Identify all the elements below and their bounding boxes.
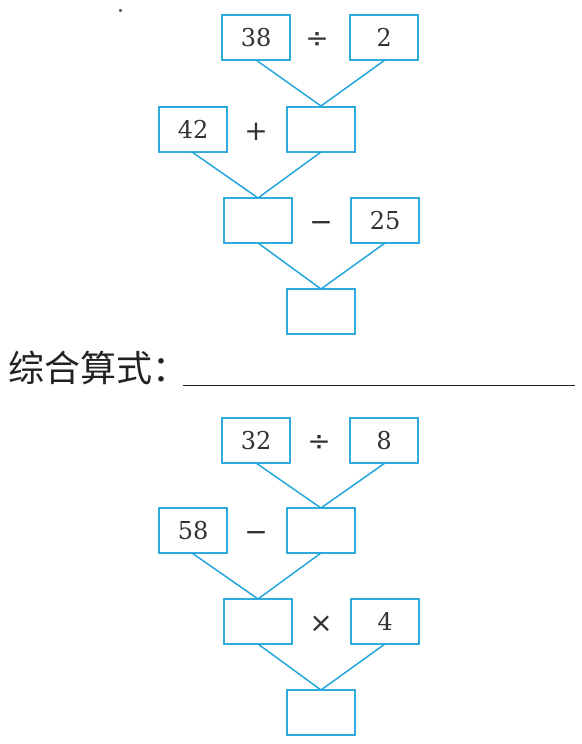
formula-row: 综合算式：	[8, 348, 582, 392]
mid-left-number: 58	[178, 517, 209, 545]
mid-answer-box[interactable]	[286, 106, 356, 153]
top-operator: ÷	[305, 21, 328, 54]
connector-line	[320, 643, 386, 691]
top-right-box	[349, 417, 419, 464]
calc-tree-1: 38 ÷ 2 42 + − 25	[158, 14, 420, 335]
top-left-box	[221, 417, 291, 464]
mid-left-box	[158, 507, 228, 554]
top-left-box	[221, 14, 291, 61]
connector-line	[191, 552, 259, 600]
mid-left-number: 42	[178, 116, 209, 144]
low-answer-box[interactable]	[223, 598, 293, 645]
top-left-number: 32	[241, 427, 272, 455]
connector-line	[257, 552, 322, 600]
mid-left-box	[158, 106, 228, 153]
mid-operator: +	[244, 114, 267, 147]
low-answer-box[interactable]	[223, 197, 293, 244]
low-operator: ×	[309, 606, 332, 639]
connector-line	[257, 242, 322, 290]
result-box[interactable]	[286, 689, 356, 736]
result-box[interactable]	[286, 288, 356, 335]
formula-answer-line[interactable]	[183, 385, 575, 386]
top-right-number: 8	[376, 427, 391, 455]
mid-answer-box[interactable]	[286, 507, 356, 554]
low-right-number: 4	[377, 608, 392, 636]
connector-line	[257, 643, 322, 691]
top-right-box	[349, 14, 419, 61]
connector-line	[320, 462, 386, 509]
scan-speck	[119, 9, 122, 12]
mid-operator: −	[244, 515, 267, 548]
calc-tree-2: 32 ÷ 8 58 − × 4	[158, 417, 420, 736]
connector-line	[255, 59, 322, 107]
low-right-box	[350, 598, 420, 645]
connector-line	[320, 59, 386, 107]
connector-line	[257, 151, 322, 199]
connector-line	[255, 462, 322, 509]
low-right-number: 25	[370, 207, 401, 235]
connector-line	[191, 151, 259, 199]
low-operator: −	[309, 205, 332, 238]
low-right-box	[350, 197, 420, 244]
top-left-number: 38	[241, 24, 272, 52]
top-right-number: 2	[376, 24, 391, 52]
connector-line	[320, 242, 386, 290]
top-operator: ÷	[307, 424, 330, 457]
formula-label: 综合算式：	[8, 349, 189, 390]
